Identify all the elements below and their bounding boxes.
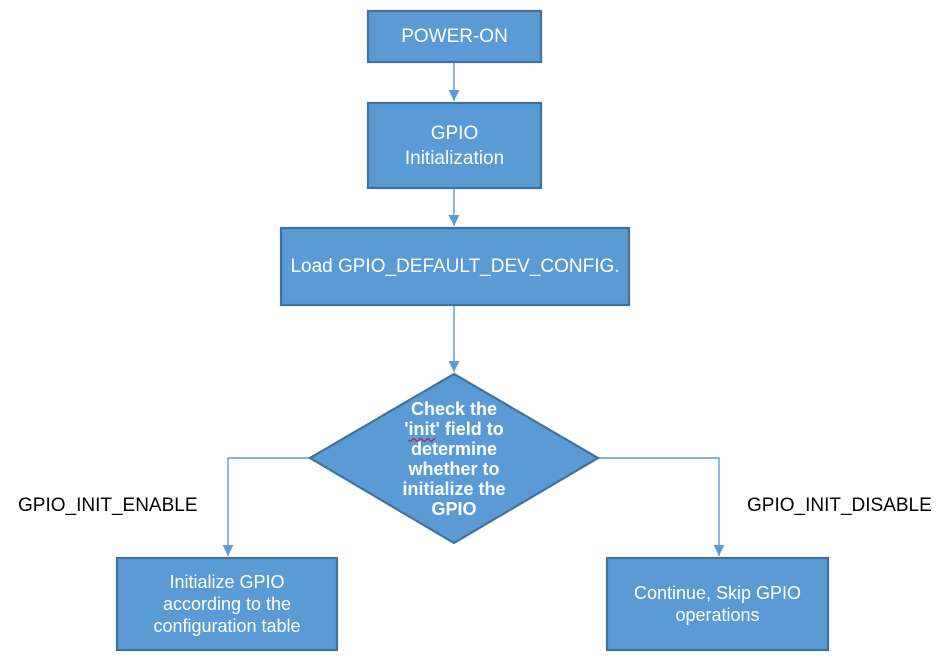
node-text-line: POWER-ON: [401, 25, 508, 47]
gpio-initialization-label: GPIO Initialization: [368, 103, 541, 188]
spellchecked-word: init: [408, 418, 436, 439]
node-gpio-initialization: [366, 101, 543, 190]
skip-operations-label: Continue, Skip GPIO operations: [607, 558, 828, 650]
node-load-config: [279, 226, 631, 307]
decision-label: Check the 'init' field to determine whet…: [334, 374, 574, 543]
node-text-line: whether to: [408, 458, 500, 479]
node-decision-diamond: [307, 372, 601, 545]
node-text-line: Continue, Skip GPIO: [633, 583, 802, 603]
init-enable-label: Initialize GPIO according to the configu…: [117, 558, 337, 650]
node-text-line: operations: [675, 605, 760, 625]
line2-rest: ' field to: [435, 418, 504, 439]
quote-open: ': [404, 418, 409, 439]
node-text-line: according to the: [162, 594, 292, 614]
node-text-line: GPIO: [430, 122, 479, 144]
edge-label-gpio-init-disable: GPIO_INIT_DISABLE: [747, 495, 932, 516]
connector-decision-to-enable: [222, 457, 310, 556]
node-text-line: Initialization: [404, 147, 505, 169]
load-config-label: Load GPIO_DEFAULT_DEV_CONFIG.: [281, 228, 629, 305]
node-text-line: Initialize GPIO: [169, 572, 285, 592]
node-text-line: initialize the: [402, 478, 506, 499]
power-on-label: POWER-ON: [368, 11, 541, 62]
node-text-line: determine: [410, 438, 498, 459]
node-text-line: GPIO: [431, 498, 477, 519]
node-text-line: configuration table: [153, 616, 301, 636]
connector-decision-to-skip: [598, 457, 725, 556]
node-text-line: 'init' field to: [404, 419, 504, 439]
node-text-line: Load GPIO_DEFAULT_DEV_CONFIG.: [290, 255, 620, 277]
node-text-line: Check the: [410, 398, 498, 419]
node-power-on: [366, 9, 543, 64]
edge-label-gpio-init-enable: GPIO_INIT_ENABLE: [18, 495, 198, 516]
node-skip-operations: [605, 556, 830, 652]
node-init-enable: [115, 556, 339, 652]
